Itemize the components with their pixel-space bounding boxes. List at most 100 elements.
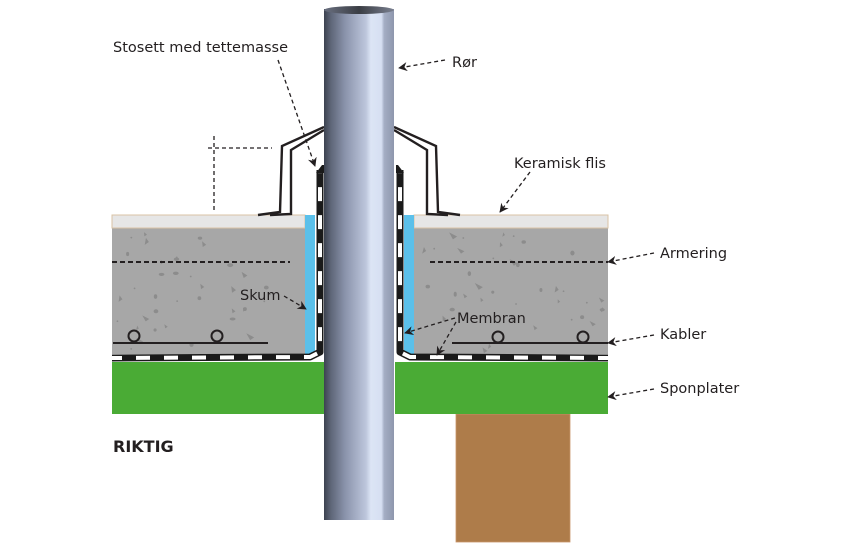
reference-marker	[208, 136, 272, 212]
joist	[455, 413, 571, 543]
concrete-speck	[229, 317, 236, 321]
concrete-speck	[512, 235, 515, 238]
concrete-left	[112, 228, 305, 354]
foam-left	[305, 215, 315, 354]
concrete-speck	[227, 263, 234, 268]
concrete-speck	[176, 300, 179, 303]
concrete-speck	[570, 318, 573, 321]
concrete-speck	[130, 236, 133, 239]
concrete-speck	[516, 262, 520, 268]
concrete-speck	[482, 347, 488, 354]
concrete-speck	[130, 347, 133, 350]
cables-right	[452, 330, 608, 344]
membrane-left	[111, 170, 324, 362]
label-foam: Skum	[240, 288, 280, 304]
concrete-speck	[243, 307, 246, 312]
leader-membrane-b	[436, 321, 457, 356]
concrete-speck	[241, 271, 248, 279]
concrete-speck	[173, 257, 180, 261]
concrete-speck	[570, 250, 575, 256]
chipboard-right	[395, 362, 608, 414]
concrete-speck	[533, 325, 538, 331]
label-membrane: Membran	[457, 311, 526, 327]
concrete-speck	[116, 320, 119, 323]
concrete-speck	[200, 283, 205, 290]
concrete-speck	[467, 271, 472, 277]
label-cables: Kabler	[660, 327, 706, 343]
leader-reinforcement	[607, 252, 655, 265]
chipboard-left	[112, 362, 325, 414]
concrete-speck	[118, 295, 123, 302]
concrete-speck	[599, 308, 605, 312]
leader-tile	[499, 171, 531, 213]
concrete-speck	[539, 287, 543, 292]
concrete-speck	[189, 275, 192, 278]
concrete-speck	[480, 297, 484, 303]
leader-cables	[607, 334, 655, 347]
concrete-speck	[133, 287, 136, 290]
label-collar: Stosett med tettemasse	[113, 40, 288, 56]
concrete-speck	[202, 241, 207, 248]
concrete-speck	[143, 232, 147, 237]
label-pipe: Rør	[452, 55, 477, 71]
label-chipboard: Sponplater	[660, 381, 739, 397]
concrete-speck	[499, 242, 503, 248]
concrete-speck	[269, 293, 271, 296]
concrete-speck	[492, 257, 495, 260]
leader-chipboard	[607, 388, 655, 401]
concrete-speck	[562, 290, 565, 293]
concrete-speck	[502, 232, 505, 237]
membrane-right	[396, 170, 609, 362]
concrete-speck	[263, 285, 269, 290]
concrete-right	[414, 228, 608, 354]
concrete-speck	[462, 237, 465, 239]
concrete-speck	[463, 293, 468, 299]
concrete-speck	[580, 315, 585, 320]
concrete-speck	[153, 309, 159, 314]
label-reinforcement: Armering	[660, 246, 727, 262]
label-tile: Keramisk flis	[514, 156, 606, 172]
concrete-speck	[422, 247, 427, 254]
concrete-speck	[197, 296, 202, 301]
concrete-speck	[585, 301, 588, 304]
concrete-speck	[135, 325, 139, 331]
leader-membrane-a	[404, 317, 456, 336]
concrete-speck	[144, 237, 149, 245]
concrete-speck	[153, 294, 158, 299]
leader-pipe	[398, 59, 446, 72]
concrete-speck	[589, 320, 596, 327]
concrete-speck	[142, 315, 150, 322]
collar-sleeve	[257, 125, 461, 217]
concrete-speck	[231, 286, 237, 293]
concrete-speck	[554, 285, 559, 293]
concrete-speck	[433, 247, 436, 250]
tile-left	[111, 214, 306, 229]
concrete-speck	[449, 232, 458, 240]
concrete-speck	[442, 315, 447, 322]
concrete-speck	[557, 299, 561, 304]
concrete-speck	[491, 290, 495, 294]
diagram-title: RIKTIG	[113, 437, 174, 456]
concrete-speck	[158, 272, 165, 276]
concrete-speck	[172, 271, 179, 276]
concrete-speck	[510, 314, 517, 322]
concrete-speck	[487, 343, 492, 349]
concrete-speck	[153, 328, 157, 332]
concrete-speck	[126, 251, 130, 257]
concrete-speck	[263, 300, 266, 303]
cables-left	[113, 329, 268, 344]
concrete-speck	[164, 324, 168, 329]
concrete-speck	[515, 303, 517, 305]
concrete-speck	[457, 247, 465, 254]
leader-foam	[283, 295, 307, 310]
tile-right	[413, 214, 609, 229]
concrete-speck	[453, 291, 457, 297]
foam-right	[404, 215, 414, 354]
concrete-speck	[246, 333, 255, 341]
concrete-speck	[231, 308, 236, 314]
concrete-speck	[521, 240, 526, 244]
concrete-speck	[598, 297, 605, 303]
concrete-speck	[449, 307, 455, 312]
concrete-speck	[425, 284, 431, 289]
